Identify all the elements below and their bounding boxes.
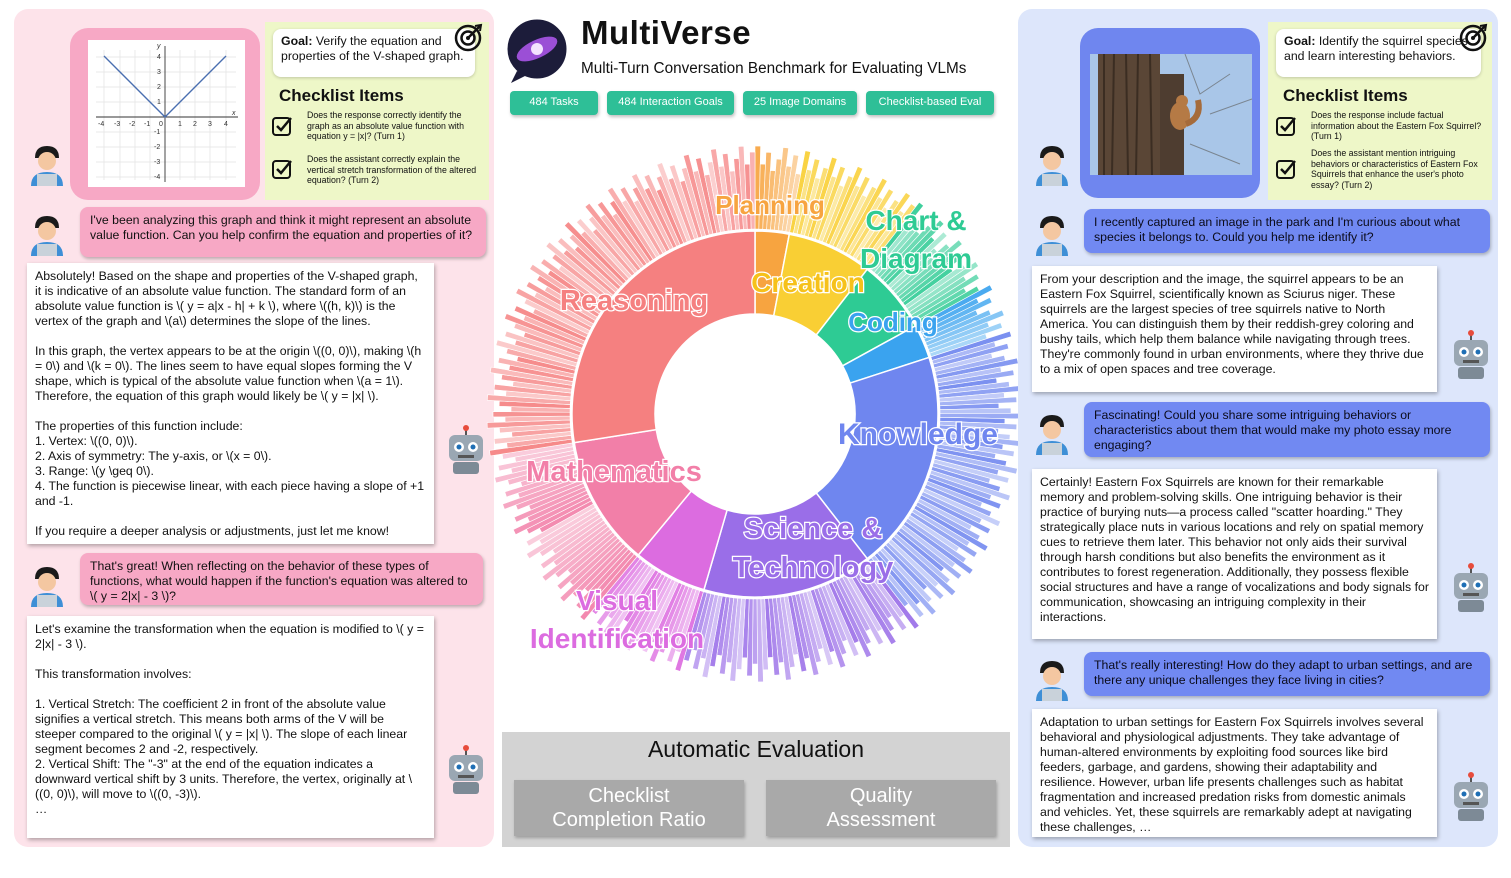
graph-image: x y -4 -3 -2 -1 0 1 2 3 4 4 3 2 1 -1 -2 …: [88, 40, 245, 187]
robot-icon: [449, 745, 483, 794]
graph-tick: 2: [193, 121, 197, 128]
multiverse-logo: [504, 16, 570, 83]
user-message: That's great! When reflecting on the beh…: [80, 553, 483, 605]
evaluation-title: Automatic Evaluation: [647, 736, 865, 762]
quality-assessment: Quality Assessment: [766, 780, 996, 836]
sunburst-category-label: Creation: [751, 267, 865, 298]
checkbox-icon: [272, 160, 292, 179]
checklist-item: Does the assistant mention intriguing be…: [1311, 148, 1478, 190]
sunburst-category-label: Technology: [733, 552, 894, 584]
robot-icon: [1454, 772, 1488, 821]
graph-tick: -3: [114, 121, 120, 128]
graph-tick: -2: [129, 121, 135, 128]
graph-tick: 1: [178, 121, 182, 128]
user-message: I've been analyzing this graph and think…: [80, 207, 486, 257]
target-icon: [1459, 23, 1488, 52]
automatic-evaluation-box: Automatic Evaluation Checklist Completio…: [502, 732, 1010, 847]
robot-icon: [1454, 330, 1488, 379]
graph-tick: 2: [157, 84, 161, 91]
sunburst-category-label: Coding: [848, 307, 938, 337]
sunburst-category-label: Diagram: [860, 243, 972, 274]
sunburst-category-segment: [815, 356, 939, 560]
user-avatar-icon: [1036, 415, 1068, 455]
checklist-title: Checklist Items: [1283, 86, 1408, 105]
stat-badge: 25 Image Domains: [743, 91, 857, 115]
user-message: I recently captured an image in the park…: [1084, 209, 1490, 253]
graph-tick: -3: [154, 159, 160, 166]
graph-tick: -4: [154, 174, 160, 181]
sunburst-category-label: Knowledge: [838, 418, 998, 451]
graph-tick: -1: [154, 129, 160, 136]
user-avatar-icon: [1036, 146, 1068, 186]
checklist-completion-ratio: Checklist Completion Ratio: [514, 780, 744, 836]
graph-tick: 3: [208, 121, 212, 128]
goal-text: Identify the squirrel species and learn …: [1284, 34, 1468, 63]
target-icon: [454, 23, 483, 52]
graph-tick: -1: [144, 121, 150, 128]
squirrel-photo: [1090, 54, 1252, 175]
user-message: That's really interesting! How do they a…: [1084, 652, 1490, 696]
user-avatar-icon: [31, 146, 63, 186]
user-avatar-icon: [1036, 661, 1068, 701]
robot-icon: [449, 425, 483, 474]
robot-icon: [1454, 563, 1488, 612]
assistant-message: Adaptation to urban settings for Eastern…: [1032, 709, 1437, 837]
assistant-message: Let's examine the transformation when th…: [27, 616, 434, 838]
graph-y-label: y: [156, 43, 161, 50]
sunburst-category-label: Science &: [744, 513, 883, 545]
left-goal: Goal: Verify the equation and properties…: [273, 29, 475, 77]
sunburst-subtask-segment: [749, 151, 756, 230]
checkbox-icon: [1276, 160, 1296, 179]
graph-tick: 4: [157, 54, 161, 61]
sunburst-category-label: Reasoning: [560, 285, 708, 317]
graph-tick: 0: [159, 121, 163, 128]
goal-label: Goal:: [1284, 34, 1316, 48]
checklist-item: Does the response include factual inform…: [1311, 110, 1482, 141]
sunburst-category-label: Chart &: [865, 205, 966, 236]
checkbox-icon: [272, 117, 292, 136]
sunburst-category-label: Identification: [530, 623, 704, 654]
graph-tick: -2: [154, 144, 160, 151]
assistant-message: Absolutely! Based on the shape and prope…: [27, 263, 434, 544]
graph-x-label: x: [231, 110, 236, 117]
goal-text: Verify the equation and properties of th…: [281, 34, 464, 63]
user-message: Fascinating! Could you share some intrig…: [1084, 402, 1490, 457]
assistant-message: Certainly! Eastern Fox Squirrels are kno…: [1032, 469, 1437, 639]
stat-badge: 484 Interaction Goals: [607, 91, 734, 115]
sunburst-category-label: Mathematics: [526, 456, 702, 488]
checkbox-icon: [1276, 117, 1296, 136]
user-avatar-icon: [31, 567, 63, 607]
graph-tick: -4: [98, 121, 104, 128]
sunburst-category-label: Visual: [576, 585, 658, 616]
checklist-title: Checklist Items: [279, 86, 404, 105]
checklist-item: Does the response correctly identify the…: [307, 110, 464, 141]
page-subtitle: Multi-Turn Conversation Benchmark for Ev…: [581, 60, 967, 77]
stat-badge: 484 Tasks: [510, 91, 598, 115]
graph-tick: 4: [224, 121, 228, 128]
goal-label: Goal:: [281, 34, 313, 48]
sunburst-category-segment: [571, 230, 756, 444]
user-avatar-icon: [1036, 216, 1068, 256]
page-title: MultiVerse: [581, 14, 752, 51]
sunburst-category-label: Planning: [715, 190, 825, 220]
assistant-message: From your description and the image, the…: [1032, 266, 1437, 392]
user-avatar-icon: [31, 216, 63, 256]
stat-badge: Checklist-based Eval: [866, 91, 994, 115]
right-goal: Goal: Identify the squirrel species and …: [1276, 29, 1481, 77]
graph-tick: 3: [157, 69, 161, 76]
graph-tick: 1: [157, 99, 161, 106]
checklist-item: Does the assistant correctly explain the…: [307, 154, 477, 185]
